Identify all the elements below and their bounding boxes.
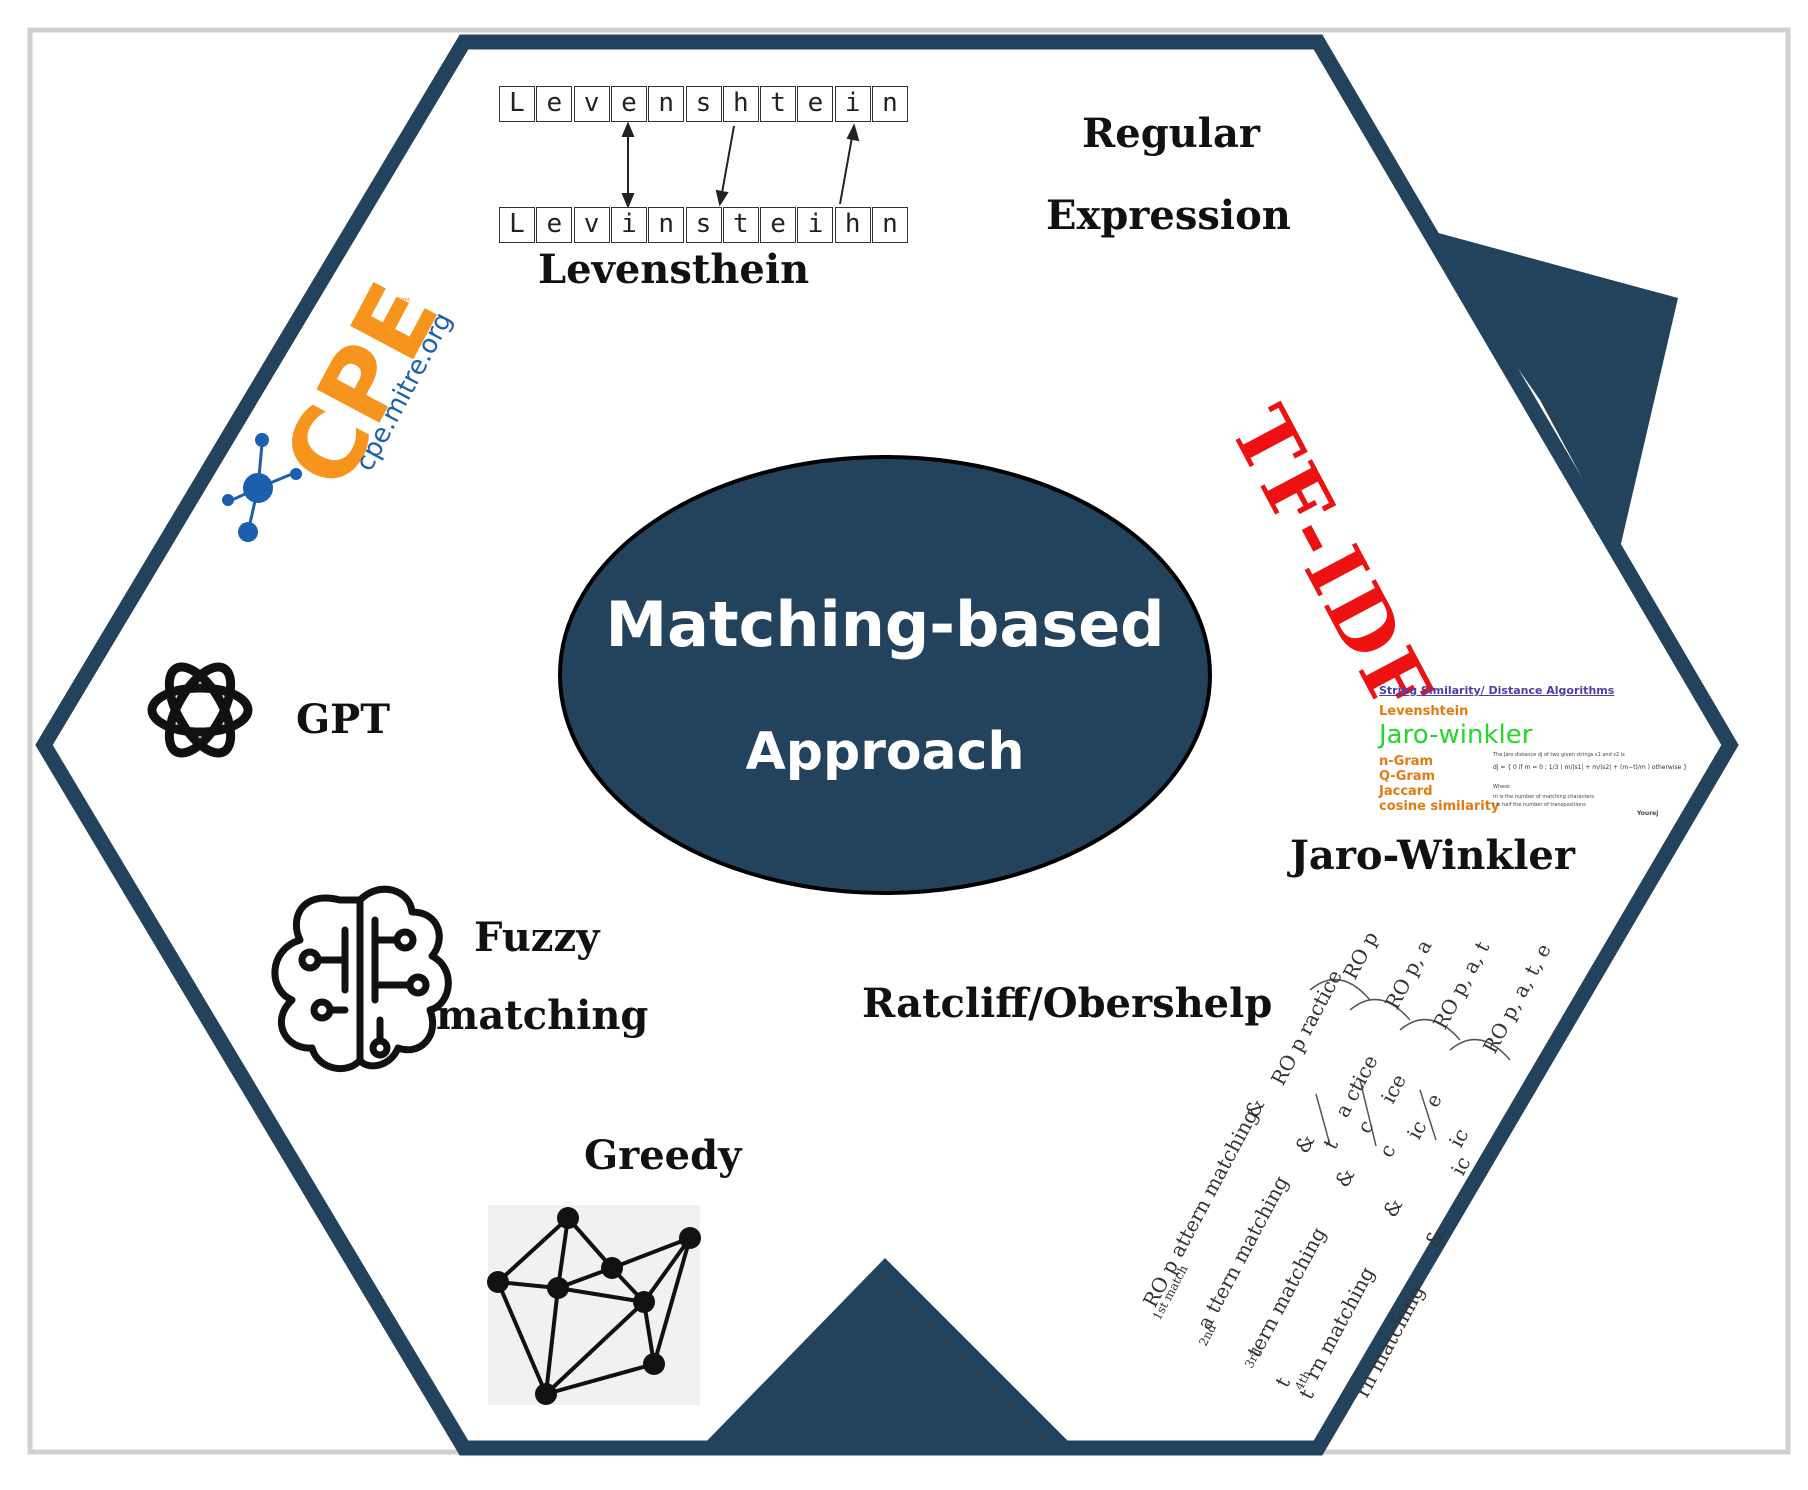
levenshtein-bottom-cell: h xyxy=(834,207,871,243)
jw-note1: m is the number of matching characters xyxy=(1493,794,1595,800)
levenshtein-top-cell: n xyxy=(648,86,685,122)
jw-note2: t is half the number of transpositions xyxy=(1493,802,1586,808)
right-accent-wedge xyxy=(1420,228,1678,548)
levenshtein-bottom-cell: n xyxy=(872,207,908,243)
jw-item-qgram: Q-Gram xyxy=(1379,769,1436,784)
jw-heading: String Similarity/ Distance Algorithms xyxy=(1379,684,1615,697)
levenshtein-top-cell: v xyxy=(573,86,610,122)
jw-item-cosine: cosine similarity xyxy=(1379,799,1500,814)
jw-formula: dj = { 0 if m = 0 ; 1/3 ( m/|s1| + m/|s2… xyxy=(1493,764,1688,771)
ratcliff-connectors xyxy=(1309,978,1511,1147)
center-title-line1: Matching-based xyxy=(605,588,1165,661)
jaro-winkler-card: String Similarity/ Distance Algorithms L… xyxy=(1375,680,1687,830)
levenshtein-top-cell: s xyxy=(685,86,722,122)
levenshtein-top-cell: e xyxy=(536,86,573,122)
levenshtein-bottom-cell: t xyxy=(722,207,759,243)
levenshtein-top-cell: L xyxy=(499,86,535,122)
ratcliff-label: Ratcliff/Obershelp xyxy=(862,980,1273,1027)
bottom-accent-triangle xyxy=(700,1258,1075,1448)
levenshtein-bottom-cell: L xyxy=(499,207,535,243)
jw-item-levenshtein: Levenshtein xyxy=(1379,704,1469,719)
cpe-network-icon xyxy=(222,433,302,542)
jw-author: Yourej xyxy=(1637,810,1659,817)
center-ellipse xyxy=(558,455,1212,895)
levenshtein-bottom-cell: s xyxy=(685,207,722,243)
regex-label-line1: Regular xyxy=(1082,110,1260,157)
levenshtein-bottom-cell: i xyxy=(610,207,647,243)
levenshtein-label: Levensthein xyxy=(538,246,810,293)
levenshtein-bottom-cell: e xyxy=(536,207,573,243)
levenshtein-bottom-cell: v xyxy=(573,207,610,243)
levenshtein-top-cell: e xyxy=(797,86,834,122)
levenshtein-top-cell: h xyxy=(722,86,759,122)
levenshtein-bottom-cell: n xyxy=(648,207,685,243)
openai-knot-icon xyxy=(147,662,253,758)
levenshtein-bottom-cell: i xyxy=(797,207,834,243)
greedy-label: Greedy xyxy=(584,1132,742,1179)
levenshtein-top-cell: t xyxy=(760,86,797,122)
jaro-winkler-label: Jaro-Winkler xyxy=(1290,832,1575,879)
gpt-label: GPT xyxy=(296,696,391,743)
greedy-graph-icon xyxy=(487,1205,701,1405)
brain-circuit-icon xyxy=(271,885,452,1072)
jw-item-jaro-winkler: Jaro-winkler xyxy=(1379,720,1533,750)
regex-label-line2: Expression xyxy=(1046,192,1291,239)
jw-where: Where: xyxy=(1493,784,1511,790)
levenshtein-bottom-cell: e xyxy=(760,207,797,243)
jw-item-jaccard: Jaccard xyxy=(1379,784,1433,799)
levenshtein-top-cell: e xyxy=(610,86,647,122)
jw-formula-text: The Jaro distance dj of two given string… xyxy=(1493,752,1625,758)
jw-item-ngram: n-Gram xyxy=(1379,754,1434,769)
fuzzy-label-line1: Fuzzy xyxy=(474,914,600,961)
levenshtein-arrows xyxy=(621,121,860,209)
fuzzy-label-line2: matching xyxy=(436,992,649,1039)
center-title-line2: Approach xyxy=(745,722,1025,782)
levenshtein-top-cell: n xyxy=(872,86,908,122)
levenshtein-top-cell: i xyxy=(834,86,871,122)
cpe-logo-tm: ™ xyxy=(400,296,412,310)
